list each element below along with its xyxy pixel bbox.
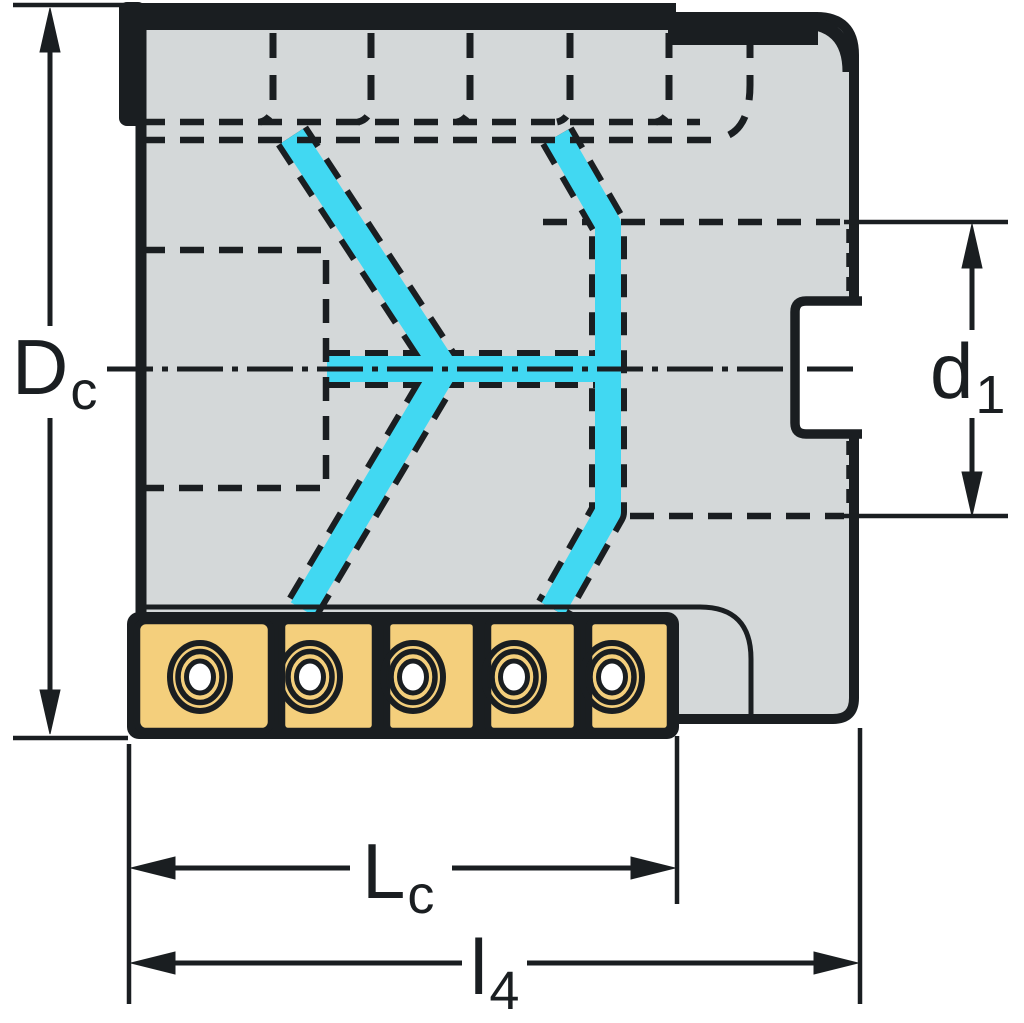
arrow-down — [961, 471, 983, 517]
dimension-lc — [126, 736, 680, 1004]
arrow-up — [961, 223, 983, 269]
left-pocket-recess — [141, 246, 330, 492]
label-d1-main: d — [930, 327, 974, 415]
insert-shelf-line — [141, 604, 754, 717]
label-dc-sub: c — [70, 361, 98, 421]
arrow-left — [130, 856, 176, 880]
arrow-right — [630, 856, 676, 880]
screw-hole-1 — [167, 640, 233, 714]
insert-block — [127, 612, 679, 739]
screw-hole-5 — [579, 640, 645, 714]
label-l4-main: l — [470, 923, 488, 1011]
dimension-l4 — [130, 728, 863, 1004]
label-dc-main: D — [12, 323, 69, 411]
arrow-left — [130, 951, 176, 975]
screw-holes — [167, 640, 645, 714]
pocket-hook-lines — [258, 33, 673, 126]
arrow-right — [813, 951, 859, 975]
label-lc-main: L — [362, 827, 406, 915]
arrow-up — [39, 7, 61, 53]
screw-hole-4 — [481, 640, 547, 714]
dimension-d1 — [961, 223, 983, 517]
pocket-corner-arc — [712, 33, 754, 143]
label-lc-sub: c — [407, 865, 435, 925]
dimension-dc — [13, 2, 130, 741]
screw-hole-2 — [277, 640, 343, 714]
screw-hole-3 — [380, 640, 446, 714]
label-l4-sub: 4 — [489, 961, 520, 1021]
arrow-down — [39, 689, 61, 735]
pocket-hidden-lines — [141, 33, 754, 492]
label-d1-sub: 1 — [975, 365, 1006, 425]
